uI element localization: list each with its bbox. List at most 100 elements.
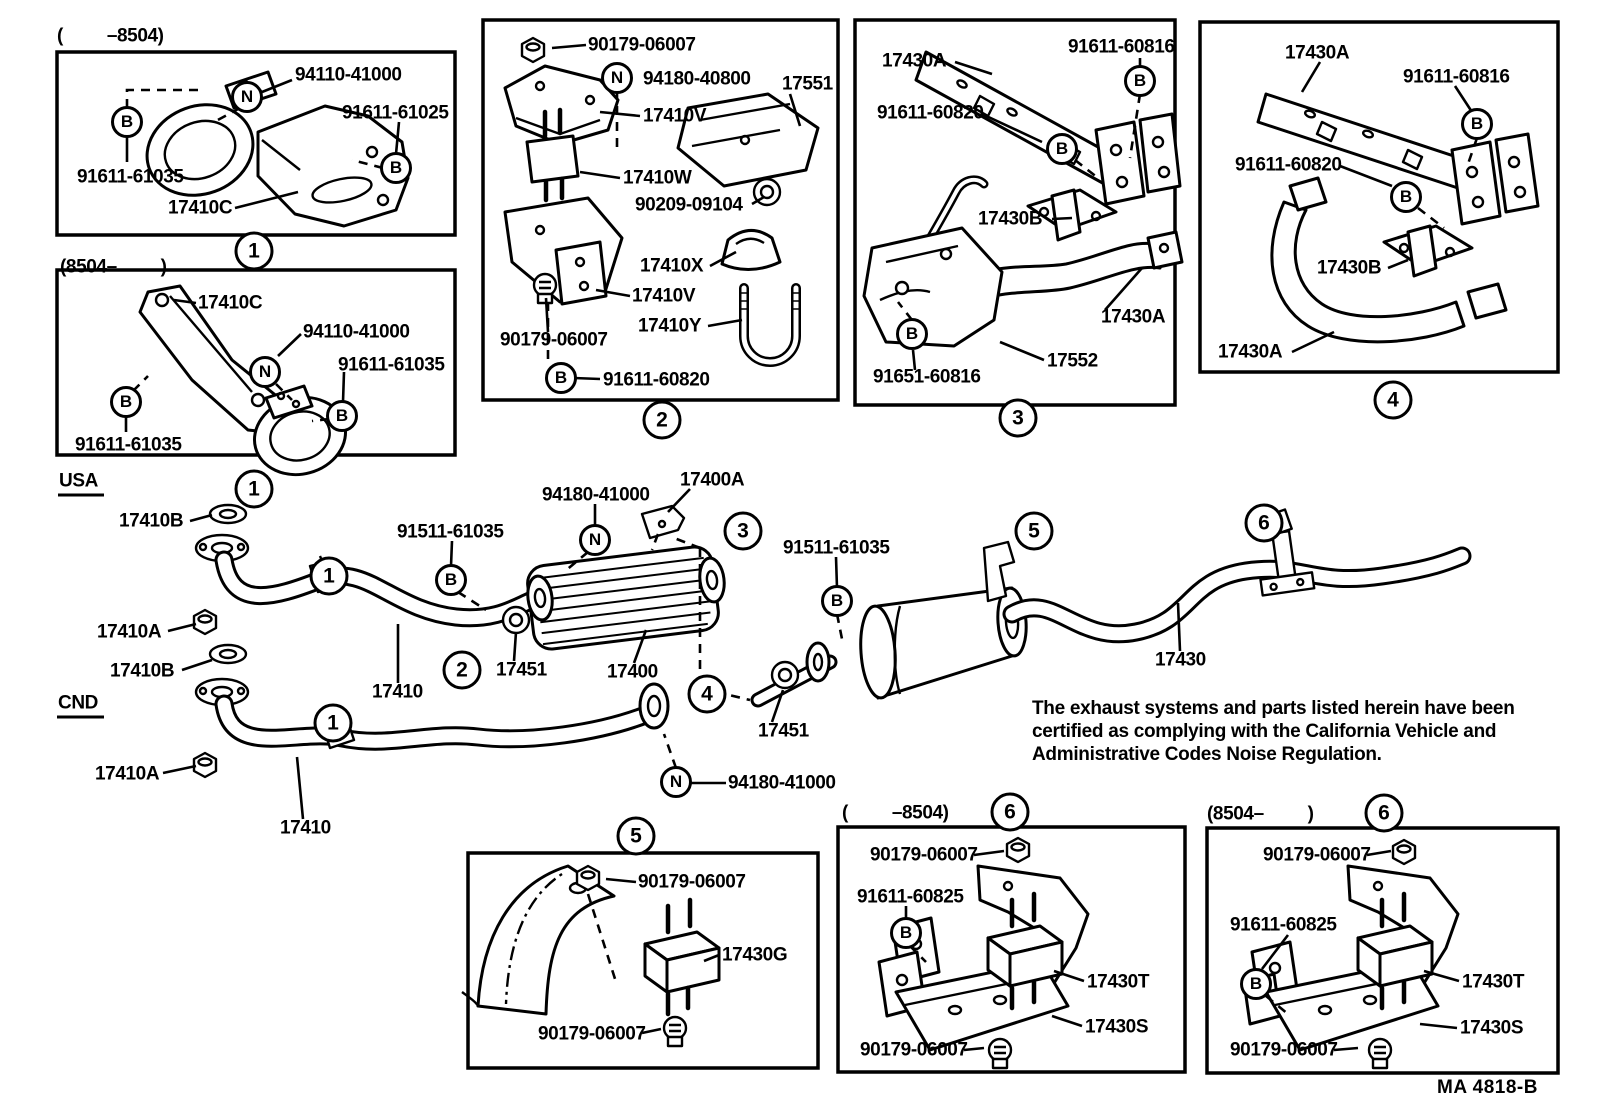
- part-number-label: 17410B: [110, 660, 175, 682]
- part-number-label: 90179-06007: [870, 844, 978, 866]
- part-number-label: 17430B: [1317, 257, 1382, 279]
- callout-circle-2: 2: [442, 650, 482, 690]
- part-number-label: 91511-61035: [397, 521, 504, 543]
- fastener-symbol-B: B: [110, 386, 142, 418]
- callout-circle-1: 1: [234, 469, 274, 509]
- callout-circle-6: 6: [990, 792, 1030, 832]
- callout-circle-4: 4: [1373, 380, 1413, 420]
- tailpipe-bracket-assembly-post: [1256, 92, 1540, 344]
- part-number-label: 17410C: [198, 292, 263, 314]
- dashed-indicator-lines: [125, 88, 1479, 1016]
- fastener-symbol-N: N: [579, 524, 611, 556]
- part-number-label: 17410V: [643, 105, 707, 127]
- box1-pre-header: ( –8504): [57, 25, 164, 47]
- part-number-label: 17430A: [1218, 341, 1283, 363]
- part-number-label: 17430S: [1085, 1016, 1149, 1038]
- part-number-label: 17451: [496, 659, 547, 681]
- callout-circle-5: 5: [1014, 511, 1054, 551]
- part-number-label: 91611-60820: [603, 369, 710, 391]
- part-number-label: 17410A: [95, 763, 160, 785]
- part-number-label: 17551: [782, 73, 833, 95]
- box1-post-header: (8504– ): [60, 256, 167, 278]
- fastener-symbol-N: N: [249, 356, 281, 388]
- part-number-label: 91611-60816: [1403, 66, 1510, 88]
- fastener-symbol-B: B: [890, 917, 922, 949]
- part-number-label: 94110-41000: [303, 321, 410, 343]
- callout-circle-6: 6: [1244, 503, 1284, 543]
- fastener-symbol-N: N: [231, 81, 263, 113]
- callout-circle-1: 1: [313, 703, 353, 743]
- part-number-label: 17410B: [119, 510, 184, 532]
- front-pipe-support-assembly: [503, 36, 820, 367]
- certification-line: Administrative Codes Noise Regulation.: [1032, 744, 1382, 765]
- part-number-label: 17410V: [632, 285, 696, 307]
- muffler-and-tailpipe: [758, 508, 1462, 700]
- box6-pre-header: ( –8504): [842, 802, 949, 824]
- part-number-label: 17430G: [722, 944, 788, 966]
- part-number-label: 91611-60816: [1068, 36, 1175, 58]
- part-number-label: 91611-60820: [1235, 154, 1342, 176]
- part-number-label: 17430A: [1101, 306, 1166, 328]
- section-label-cnd: CND: [57, 694, 104, 719]
- callout-circle-3: 3: [998, 398, 1038, 438]
- figure-code: MA 4818-B: [1437, 1077, 1538, 1098]
- callout-circle-2: 2: [642, 400, 682, 440]
- fastener-symbol-B: B: [821, 585, 853, 617]
- part-number-label: 94180-41000: [728, 772, 836, 794]
- fastener-symbol-B: B: [1240, 968, 1272, 1000]
- part-number-label: 90179-06007: [638, 871, 746, 893]
- callout-circle-1: 1: [234, 231, 274, 271]
- part-number-label: 17430T: [1087, 971, 1150, 993]
- catalytic-converter: [526, 504, 726, 651]
- part-number-label: 17430A: [1285, 42, 1350, 64]
- fastener-symbol-B: B: [1461, 108, 1493, 140]
- part-number-label: 17410W: [623, 167, 692, 189]
- part-number-label: 91611-60825: [857, 886, 964, 908]
- fastener-symbol-B: B: [1390, 181, 1422, 213]
- fastener-symbol-B: B: [896, 318, 928, 350]
- part-number-label: 91611-60825: [1230, 914, 1337, 936]
- part-number-label: 91611-61035: [77, 166, 184, 188]
- part-number-label: 17400A: [680, 469, 745, 491]
- certification-line: certified as complying with the Californ…: [1032, 721, 1497, 742]
- part-number-label: 17410Y: [638, 315, 702, 337]
- part-number-label: 17552: [1047, 350, 1098, 372]
- part-number-label: 17451: [758, 720, 809, 742]
- part-number-label: 90179-06007: [538, 1023, 646, 1045]
- section-label-usa: USA: [58, 472, 104, 497]
- part-number-label: 17410: [372, 681, 423, 703]
- fastener-symbol-B: B: [435, 564, 467, 596]
- part-number-label: 90209-09104: [635, 194, 743, 216]
- fastener-symbol-B: B: [111, 106, 143, 138]
- part-number-label: 17410: [280, 817, 331, 839]
- part-number-label: 91611-60820: [877, 102, 984, 124]
- callout-circle-1: 1: [309, 556, 349, 596]
- fastener-symbol-B: B: [545, 362, 577, 394]
- fastener-symbol-B: B: [1124, 65, 1156, 97]
- part-number-label: 17410X: [640, 255, 704, 277]
- part-number-label: 90179-06007: [588, 34, 696, 56]
- fastener-symbol-B: B: [326, 400, 358, 432]
- part-number-label: 94110-41000: [295, 64, 402, 86]
- part-number-label: 91511-61035: [783, 537, 890, 559]
- part-number-label: 17430T: [1462, 971, 1525, 993]
- fastener-symbol-N: N: [660, 766, 692, 798]
- part-number-label: 17410A: [97, 621, 162, 643]
- part-number-label: 17410C: [168, 197, 233, 219]
- part-number-label: 17430S: [1460, 1017, 1524, 1039]
- part-number-label: 90179-06007: [1263, 844, 1371, 866]
- part-number-label: 94180-40800: [643, 68, 751, 90]
- part-number-label: 91611-61025: [342, 102, 449, 124]
- fastener-symbol-N: N: [601, 62, 633, 94]
- bracket-assembly-post8504: [138, 284, 348, 477]
- callout-circle-5: 5: [616, 816, 656, 856]
- tailpipe-bracket-assembly-pre: [862, 50, 1184, 348]
- part-number-label: 91651-60816: [873, 366, 981, 388]
- part-number-label: 94180-41000: [542, 484, 650, 506]
- part-number-label: 90179-06007: [1230, 1039, 1338, 1061]
- part-number-label: 90179-06007: [860, 1039, 968, 1061]
- fastener-symbol-B: B: [380, 152, 412, 184]
- part-number-label: 17430: [1155, 649, 1206, 671]
